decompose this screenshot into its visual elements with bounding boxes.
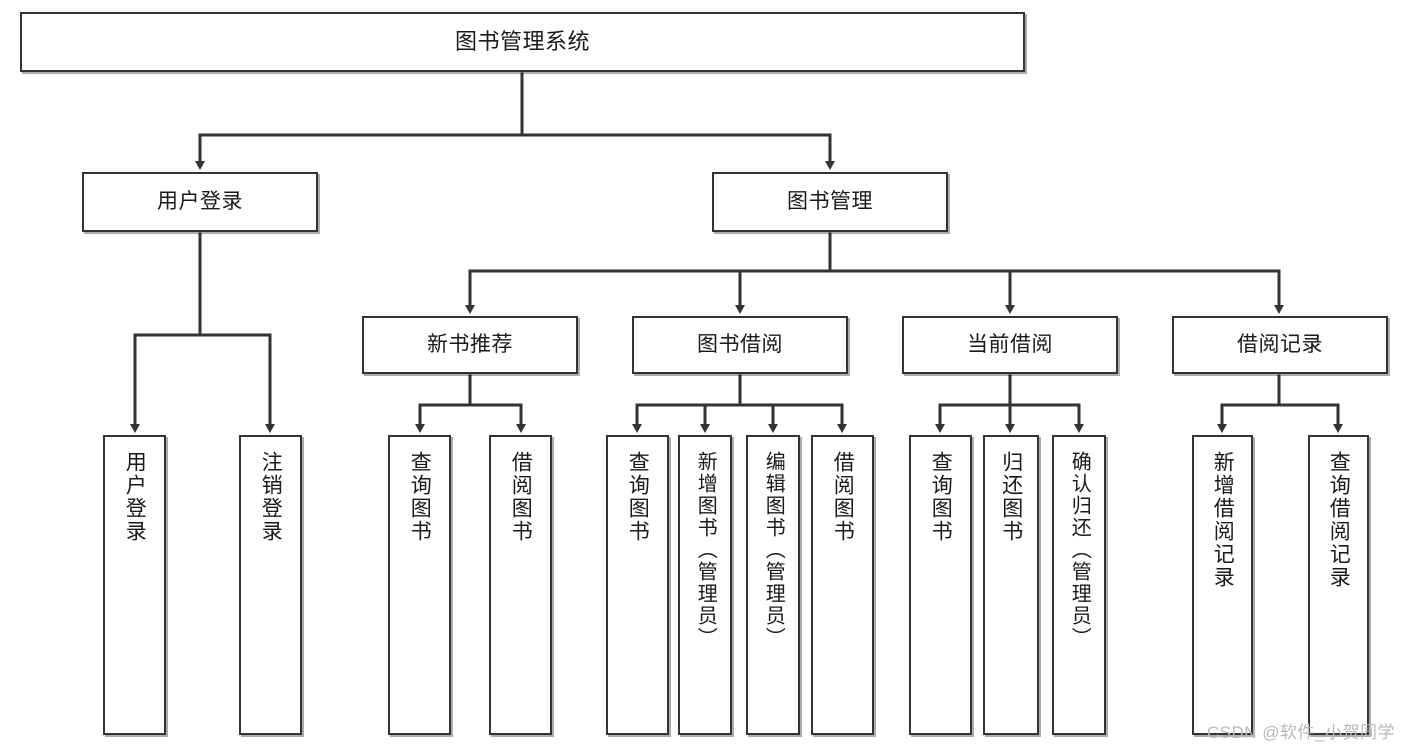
leaf-add-book-admin[interactable]: 新增图书（管理员）: [678, 435, 732, 735]
leaf-borrow-book-label: 借阅图书: [831, 451, 855, 543]
node-user-login[interactable]: 用户登录: [82, 172, 318, 232]
leaf-query-book-new[interactable]: 查询图书: [388, 435, 451, 735]
leaf-query-book-new-label: 查询图书: [408, 451, 432, 543]
leaf-query-book-borrow-label: 查询图书: [626, 451, 650, 543]
leaf-borrow-book-new-label: 借阅图书: [509, 451, 533, 543]
leaf-return-book-label: 归还图书: [999, 451, 1023, 543]
leaf-add-borrow-record-label: 新增借阅记录: [1211, 451, 1235, 589]
node-current-borrow-label: 当前借阅: [967, 332, 1053, 356]
leaf-logout-label: 注销登录: [259, 451, 283, 543]
leaf-edit-book-admin-label: 编辑图书（管理员）: [762, 451, 785, 649]
leaf-borrow-book-new[interactable]: 借阅图书: [489, 435, 552, 735]
leaf-confirm-return-admin-label: 确认归还（管理员）: [1068, 451, 1091, 649]
node-new-book-recommend-label: 新书推荐: [427, 332, 513, 356]
leaf-add-borrow-record[interactable]: 新增借阅记录: [1192, 435, 1253, 735]
node-root[interactable]: 图书管理系统: [20, 12, 1025, 72]
leaf-borrow-book[interactable]: 借阅图书: [811, 435, 874, 735]
node-book-borrow[interactable]: 图书借阅: [632, 316, 848, 374]
leaf-query-borrow-record-label: 查询借阅记录: [1327, 451, 1351, 589]
leaf-query-book-current[interactable]: 查询图书: [909, 435, 972, 735]
leaf-query-book-borrow[interactable]: 查询图书: [606, 435, 669, 735]
leaf-query-book-current-label: 查询图书: [929, 451, 953, 543]
leaf-return-book[interactable]: 归还图书: [983, 435, 1039, 735]
node-new-book-recommend[interactable]: 新书推荐: [362, 316, 578, 374]
leaf-query-borrow-record[interactable]: 查询借阅记录: [1308, 435, 1369, 735]
leaf-add-book-admin-label: 新增图书（管理员）: [694, 451, 717, 649]
node-book-management[interactable]: 图书管理: [712, 172, 948, 232]
leaf-user-login[interactable]: 用户登录: [103, 435, 166, 735]
leaf-confirm-return-admin[interactable]: 确认归还（管理员）: [1052, 435, 1106, 735]
node-book-management-label: 图书管理: [787, 189, 873, 213]
leaf-edit-book-admin[interactable]: 编辑图书（管理员）: [746, 435, 800, 735]
node-borrow-record[interactable]: 借阅记录: [1172, 316, 1388, 374]
node-user-login-label: 用户登录: [157, 189, 243, 213]
leaf-user-login-label: 用户登录: [123, 451, 147, 543]
leaf-logout[interactable]: 注销登录: [239, 435, 302, 735]
node-current-borrow[interactable]: 当前借阅: [902, 316, 1118, 374]
node-root-label: 图书管理系统: [454, 29, 590, 55]
node-borrow-record-label: 借阅记录: [1237, 332, 1323, 356]
node-book-borrow-label: 图书借阅: [697, 332, 783, 356]
watermark: CSDN @软件_小贺同学: [1206, 723, 1395, 742]
